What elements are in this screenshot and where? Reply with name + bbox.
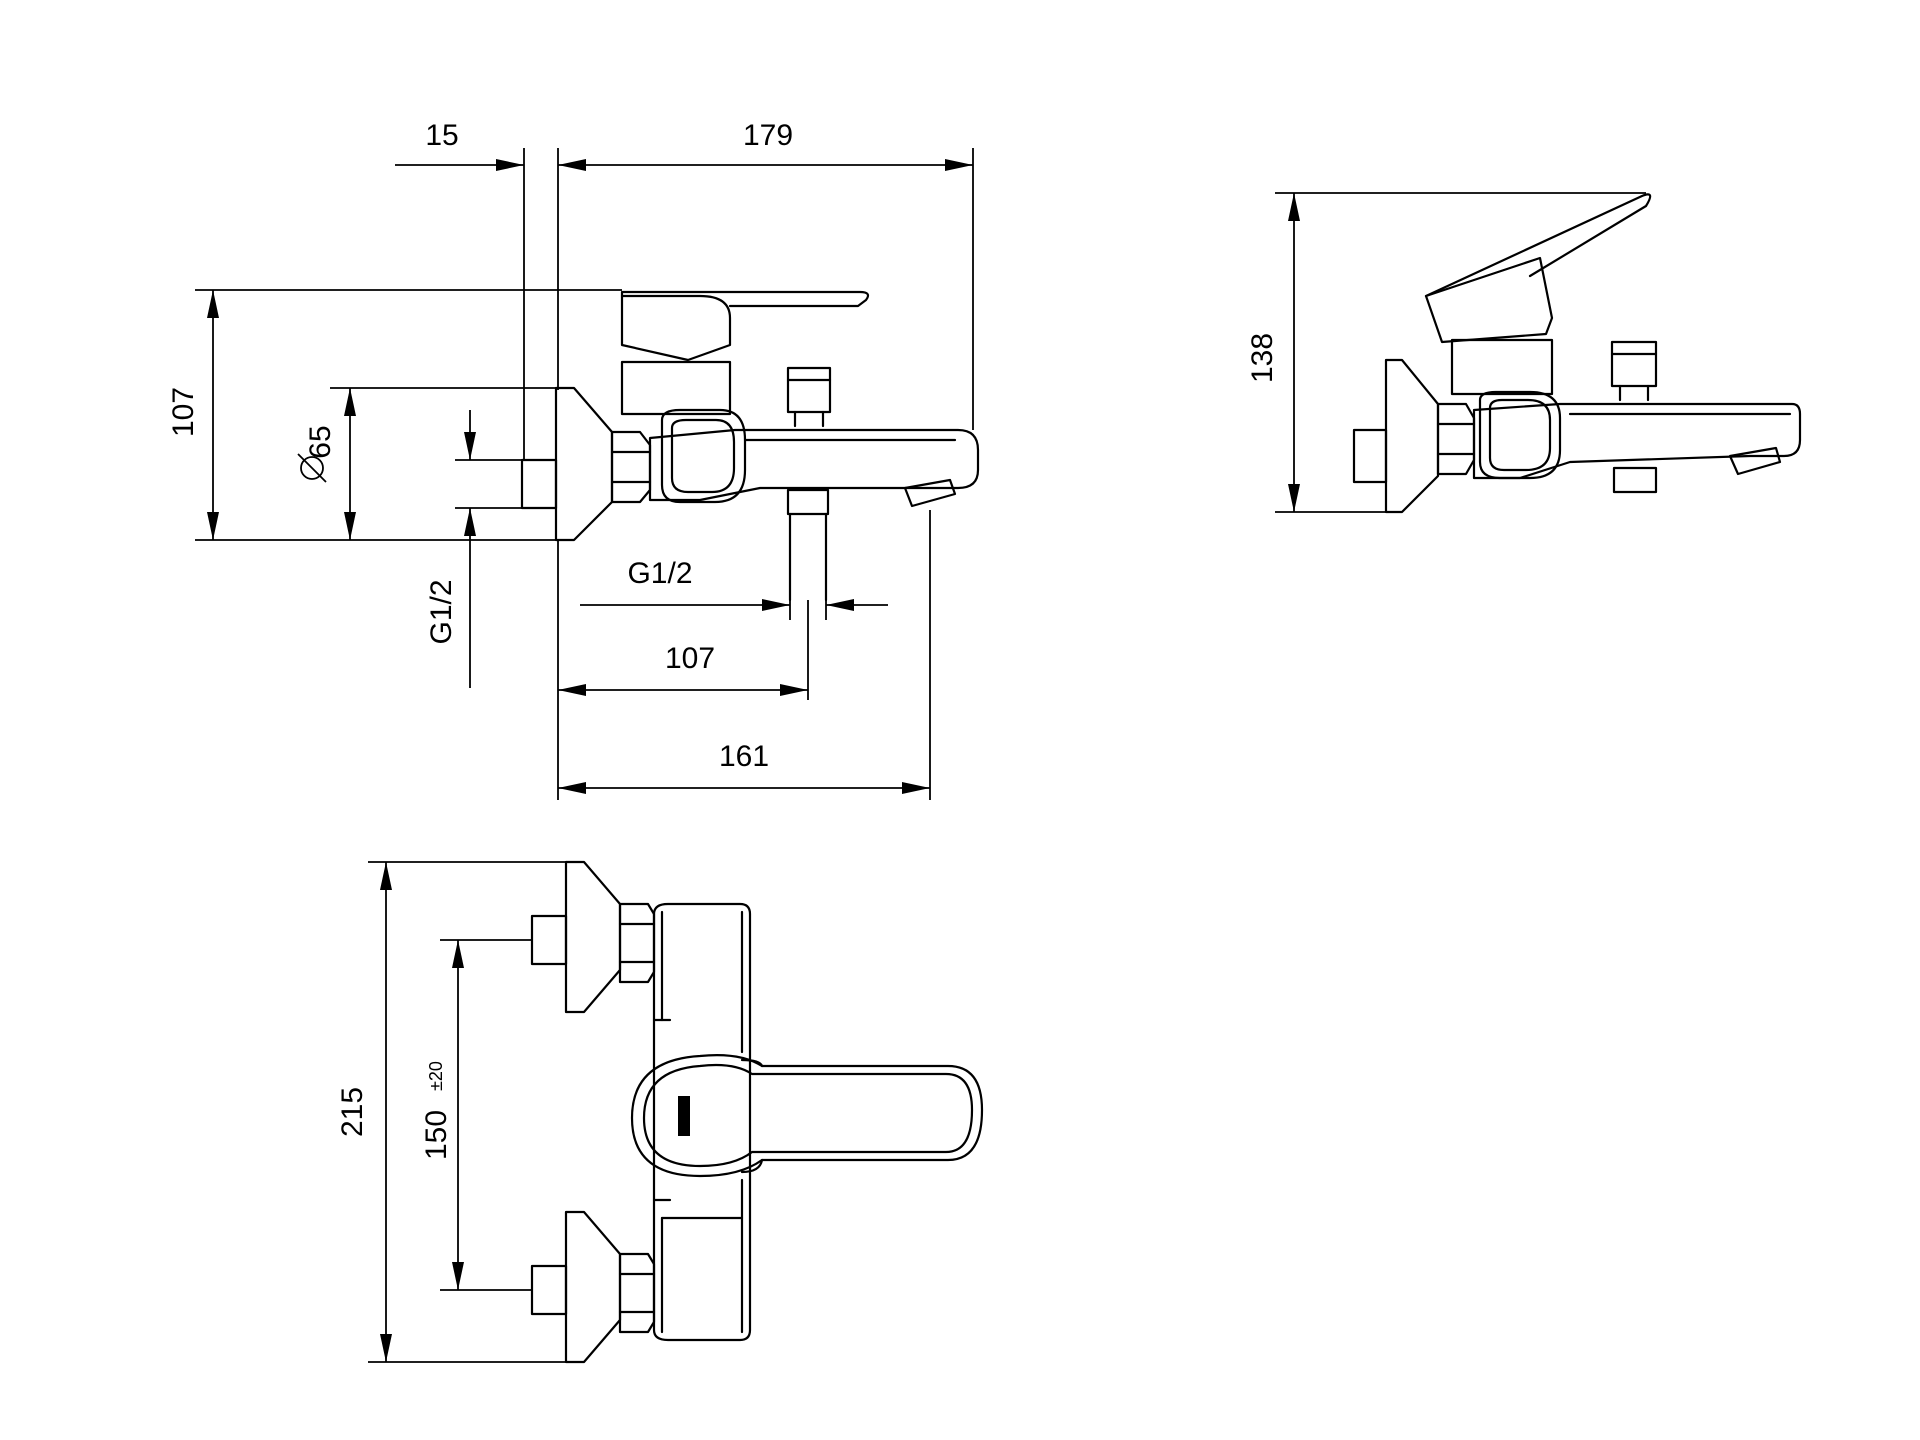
spout-aerator [903, 478, 957, 508]
diverter-knob [786, 366, 832, 414]
side-view: 15 179 107 65 G1/2 G1/2 [167, 119, 980, 800]
top-view: 215 150 ±20 [336, 860, 984, 1364]
cartridge-housing [1450, 338, 1554, 396]
diverter-knob [1610, 340, 1658, 388]
lower-inlet-connector [530, 1264, 568, 1316]
spout-body [648, 428, 980, 502]
side-view-lever-open: 138 [1246, 192, 1802, 514]
mixer-body [652, 902, 752, 1342]
upper-flange [564, 860, 622, 1014]
upper-union-nut [618, 902, 656, 984]
dim-flange-diameter: 65 [304, 425, 337, 458]
shower-outlet [1612, 466, 1658, 494]
dim-total-length: 179 [743, 119, 793, 152]
dim-wall-offset: 15 [425, 119, 458, 152]
dim-outlet-position: 107 [665, 642, 715, 675]
dim-overall-width: 215 [336, 1087, 369, 1137]
spout-body [1472, 402, 1802, 480]
brand-logo [678, 1096, 690, 1136]
spout-aerator [1728, 446, 1782, 476]
lever-handle [1424, 193, 1652, 298]
lower-union-nut [618, 1252, 656, 1334]
shower-outlet [786, 488, 830, 516]
eccentric-connector [1352, 428, 1388, 484]
union-nut [610, 430, 652, 504]
lever-base [620, 294, 732, 362]
cartridge-housing [620, 360, 732, 416]
dim-height: 107 [167, 387, 200, 437]
upper-inlet-connector [530, 914, 568, 966]
diameter-icon [297, 453, 327, 483]
mixer-body-window [660, 408, 747, 504]
dim-inlet-spacing: 150 [420, 1110, 453, 1160]
dim-inlet-tolerance: ±20 [426, 1061, 446, 1091]
union-nut [1436, 402, 1476, 476]
dim-height-open: 138 [1246, 333, 1279, 383]
dim-outlet-thread: G1/2 [627, 557, 692, 590]
dim-spout-length: 161 [719, 740, 769, 773]
mixer-body-window [1478, 390, 1562, 480]
lower-flange [564, 1210, 622, 1364]
lever-base [1424, 256, 1554, 344]
wall-flange [1384, 358, 1440, 514]
eccentric-connector [520, 458, 558, 510]
lever-handle [620, 290, 870, 308]
wall-flange [554, 386, 614, 542]
dim-inlet-thread: G1/2 [425, 579, 458, 644]
